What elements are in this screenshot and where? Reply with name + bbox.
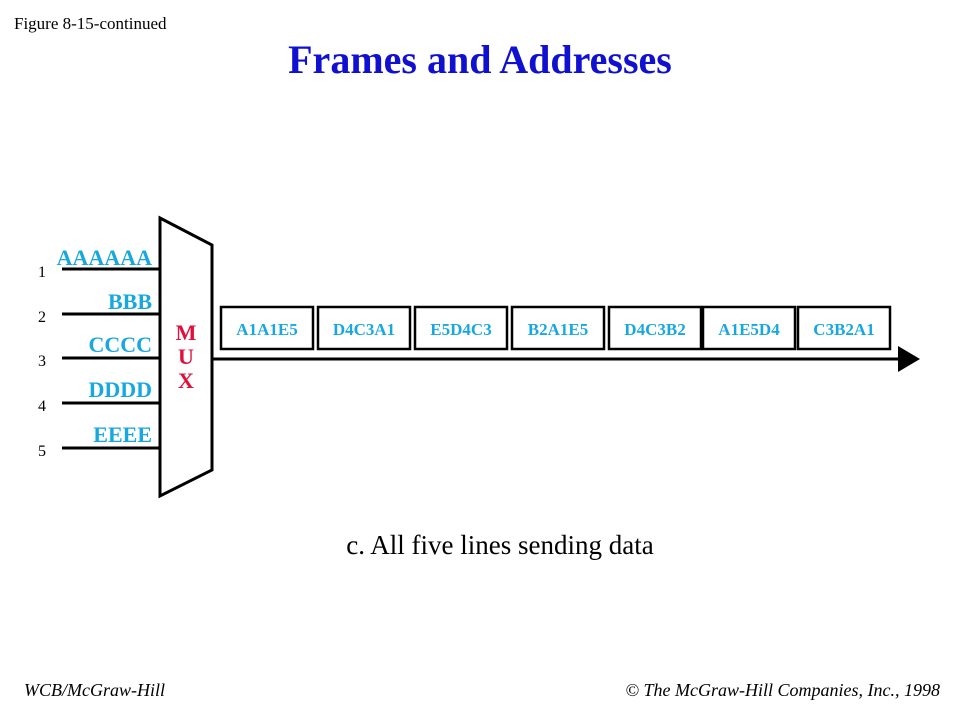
line-number: 5: [38, 443, 46, 460]
line-number: 4: [38, 398, 46, 415]
page-title: Frames and Addresses: [288, 37, 672, 82]
frame-sequence: A1A1E5 D4C3A1 E5D4C3 B2A1E5 D4C3B2 A1E5D…: [219, 305, 892, 351]
diagram-caption: c. All five lines sending data: [346, 530, 654, 560]
mux-letter: X: [178, 368, 194, 393]
line-data: BBB: [108, 289, 152, 314]
input-line-1: 1 AAAAAA: [38, 245, 160, 281]
frame-box: E5D4C3: [413, 305, 509, 351]
line-data: CCCC: [88, 332, 152, 357]
input-line-4: 4 DDDD: [38, 377, 160, 415]
mux-letter: M: [176, 320, 197, 345]
mux-block: M U X: [158, 215, 214, 499]
frame-label: D4C3B2: [624, 320, 685, 339]
frame-label: E5D4C3: [430, 320, 491, 339]
footer-publisher: WCB/McGraw-Hill: [24, 680, 165, 700]
frame-box: D4C3A1: [316, 305, 412, 351]
input-line-5: 5 EEEE: [38, 422, 160, 460]
frame-box: B2A1E5: [510, 305, 606, 351]
frame-label: B2A1E5: [528, 320, 588, 339]
output-line: [212, 346, 920, 372]
frame-label: A1E5D4: [718, 320, 780, 339]
figure-label: Figure 8-15-continued: [14, 14, 167, 33]
mux-letter: U: [178, 344, 194, 369]
line-data: DDDD: [88, 377, 152, 402]
footer-copyright: © The McGraw-Hill Companies, Inc., 1998: [625, 680, 940, 700]
frame-box: A1A1E5: [219, 305, 315, 351]
line-data: EEEE: [93, 422, 152, 447]
line-number: 1: [38, 264, 46, 281]
frame-label: D4C3A1: [333, 320, 395, 339]
input-line-3: 3 CCCC: [38, 332, 160, 370]
frame-label: C3B2A1: [813, 320, 874, 339]
frame-box: D4C3B2: [607, 305, 703, 351]
line-data: AAAAAA: [57, 245, 152, 270]
frame-label: A1A1E5: [236, 320, 297, 339]
line-number: 2: [38, 309, 46, 326]
mux-shape: [158, 215, 214, 499]
input-line-2: 2 BBB: [38, 289, 160, 326]
line-number: 3: [38, 353, 46, 370]
frame-box: C3B2A1: [796, 305, 892, 351]
frame-box: A1E5D4: [701, 305, 797, 351]
arrow-head-icon: [898, 346, 920, 372]
